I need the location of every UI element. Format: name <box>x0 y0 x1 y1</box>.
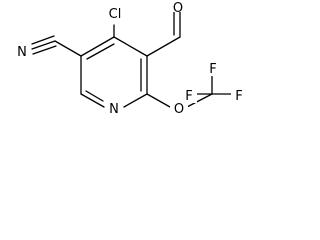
bond-nitrile-2 <box>31 35 55 45</box>
structure-diagram: Cl O N N O F F F <box>13 0 247 117</box>
aldehyde-oxygen-label: O <box>173 1 183 16</box>
fluorine-top-label: F <box>209 62 216 77</box>
fluorine-right-label: F <box>235 89 242 104</box>
bond-c5-c4-inner <box>86 43 115 60</box>
bond-c3-cho <box>146 36 181 57</box>
bond-c4-c3 <box>113 36 148 57</box>
ring-bonds <box>80 36 148 108</box>
ether-oxygen-label: O <box>174 102 184 117</box>
bond-nitrile-3 <box>32 45 57 55</box>
bond-c5-cn <box>54 40 82 57</box>
bond-c5-c4 <box>80 36 115 57</box>
fluorine-left-label: F <box>185 89 192 104</box>
atom-labels: Cl O N N O F F F <box>13 0 247 117</box>
ring-nitrogen-label: N <box>109 102 119 117</box>
bond-o-cf3 <box>186 93 213 108</box>
bond-c2-o <box>146 93 171 108</box>
nitrile-nitrogen-label: N <box>17 45 27 60</box>
chlorine-label: Cl <box>109 7 122 22</box>
bond-n-c6 <box>80 93 105 108</box>
bond-n-c6-inner <box>85 90 104 102</box>
bond-nitrile-1 <box>31 40 56 50</box>
bond-c2-n <box>123 93 148 108</box>
substituent-bonds <box>31 11 233 108</box>
